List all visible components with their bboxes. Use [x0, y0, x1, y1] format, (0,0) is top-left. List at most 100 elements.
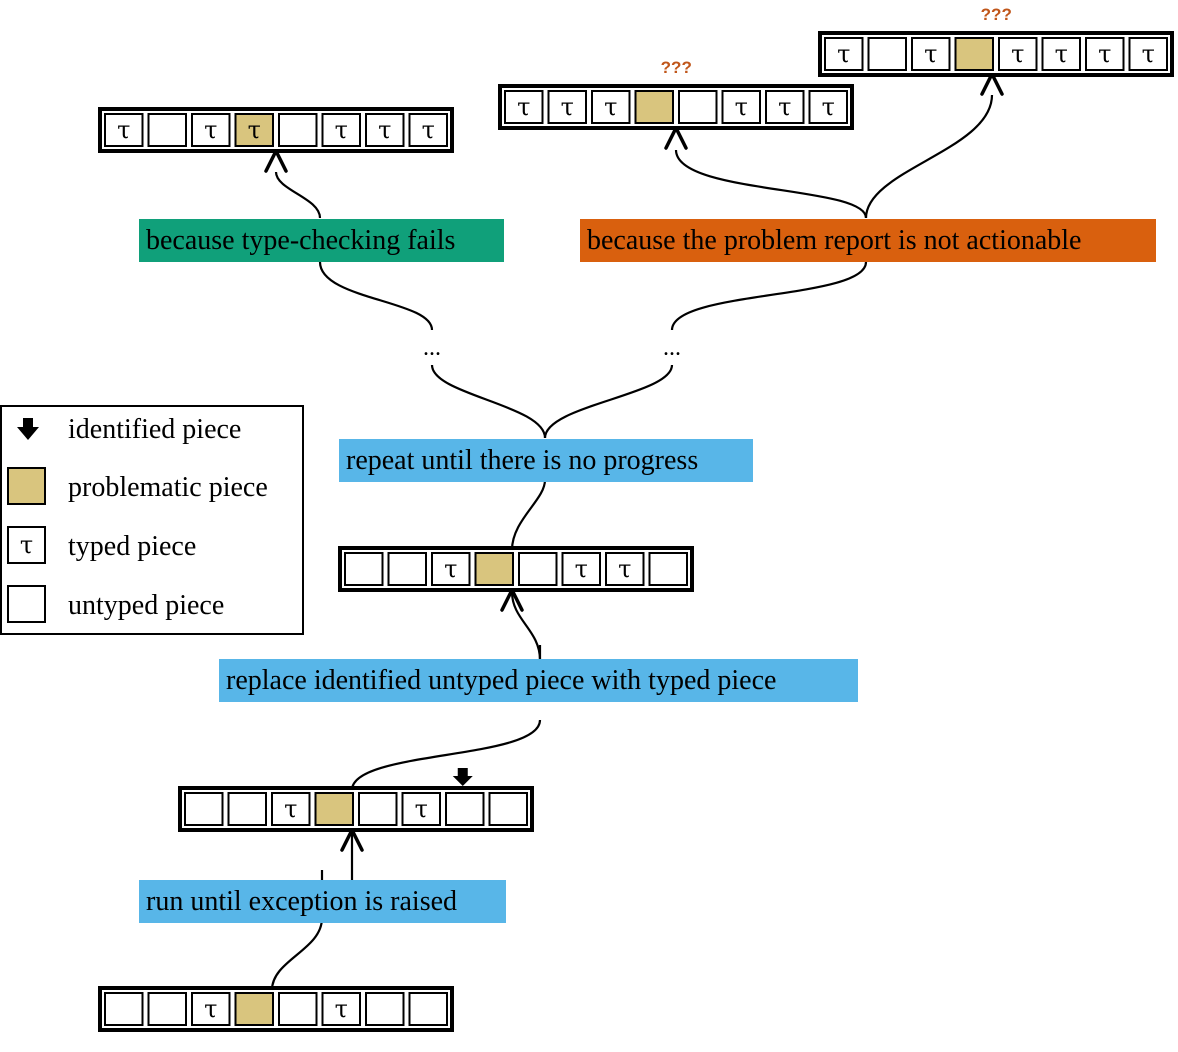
- typed-cell: [408, 113, 448, 147]
- unknown-marker: ???: [661, 58, 692, 77]
- typed-symbol: τ: [1142, 40, 1155, 68]
- legend-label: untyped piece: [68, 590, 224, 621]
- untyped-cell: [648, 552, 688, 586]
- typed-symbol: τ: [335, 116, 348, 144]
- connector-curve: [510, 591, 542, 661]
- typed-cell: [1085, 37, 1125, 71]
- typed-cell: [721, 90, 761, 124]
- untyped-cell: [678, 90, 718, 124]
- typed-symbol: τ: [335, 995, 348, 1023]
- connector-curve: [318, 261, 434, 331]
- label-run: run until exception is raised: [139, 880, 506, 923]
- typed-cell: [1128, 37, 1168, 71]
- typed-symbol: τ: [378, 116, 391, 144]
- problematic-cell: [234, 992, 274, 1026]
- config-notactionable-2: τ τ τ τ τ τ???: [818, 5, 1174, 77]
- label-typecheck-fails: because type-checking fails: [139, 219, 504, 262]
- typed-cell: [191, 113, 231, 147]
- untyped-cell: [344, 552, 384, 586]
- typed-symbol: τ: [837, 40, 850, 68]
- legend-item-problematic: problematic piece: [7, 467, 268, 505]
- untyped-cell: [358, 792, 398, 826]
- typed-cell: [504, 90, 544, 124]
- typed-symbol: τ: [735, 93, 748, 121]
- label-text: because the problem report is not action…: [587, 225, 1081, 256]
- untyped-cell: [147, 113, 187, 147]
- legend-item-typed: τ typed piece: [7, 526, 196, 564]
- identified-arrow-icon: [452, 768, 473, 786]
- typed-cell: [561, 552, 601, 586]
- arrowhead: [264, 149, 288, 173]
- untyped-cell: [278, 992, 318, 1026]
- label-background: [339, 439, 753, 482]
- untyped-cell: [867, 37, 907, 71]
- connector-curve: [864, 94, 994, 219]
- connector-curve: [543, 364, 674, 439]
- typed-cell: [321, 113, 361, 147]
- legend-item-identified: identified piece: [17, 414, 241, 445]
- typed-cell: [591, 90, 631, 124]
- typed-symbol: τ: [284, 795, 297, 823]
- connector-curve: [430, 364, 547, 439]
- typed-cell: [191, 992, 231, 1026]
- typed-symbol: τ: [422, 116, 435, 144]
- typed-symbol: τ: [822, 93, 835, 121]
- problematic-cell-icon: [7, 467, 46, 505]
- typed-symbol: τ: [248, 116, 261, 144]
- typed-cell: [998, 37, 1038, 71]
- untyped-cell: [104, 992, 144, 1026]
- typed-cell: [1041, 37, 1081, 71]
- connector-curve: [670, 261, 868, 331]
- typed-cell: [765, 90, 805, 124]
- typed-cell: [605, 552, 645, 586]
- legend-label: identified piece: [68, 414, 241, 445]
- label-not-actionable: because the problem report is not action…: [580, 219, 1156, 262]
- problematic-cell: [314, 792, 354, 826]
- label-text: run until exception is raised: [146, 886, 457, 917]
- untyped-cell-icon: [7, 585, 46, 623]
- connector-curve: [510, 479, 547, 551]
- untyped-cell: [365, 992, 405, 1026]
- label-background: [139, 219, 504, 262]
- typed-cell: [547, 90, 587, 124]
- label-replace: replace identified untyped piece with ty…: [219, 659, 858, 702]
- step-labels: run until exception is raised replace ide…: [139, 219, 1156, 923]
- untyped-cell: [278, 113, 318, 147]
- typed-cell: [431, 552, 471, 586]
- typed-symbol: τ: [204, 116, 217, 144]
- unknown-marker: ???: [981, 5, 1012, 24]
- typed-symbol: τ: [444, 555, 457, 583]
- typed-cell: [271, 792, 311, 826]
- typed-symbol: τ: [778, 93, 791, 121]
- typed-cell: [808, 90, 848, 124]
- typed-cell: [365, 113, 405, 147]
- untyped-cell: [488, 792, 528, 826]
- typed-symbol: τ: [1098, 40, 1111, 68]
- ellipsis: ...: [663, 335, 681, 361]
- problematic-cell: [634, 90, 674, 124]
- typed-symbol: τ: [20, 531, 33, 559]
- label-background: [139, 880, 506, 923]
- typed-symbol: τ: [517, 93, 530, 121]
- connectors: ......: [264, 72, 1004, 991]
- ellipsis: ...: [423, 335, 441, 361]
- typed-symbol: τ: [117, 116, 130, 144]
- legend-item-untyped: untyped piece: [7, 585, 224, 623]
- typed-symbol: τ: [1055, 40, 1068, 68]
- arrowhead: [664, 126, 688, 150]
- typed-symbol: τ: [1011, 40, 1024, 68]
- legend-box: [0, 405, 304, 635]
- legend-label: typed piece: [68, 531, 196, 562]
- label-text: repeat until there is no progress: [346, 445, 698, 476]
- typed-cell-icon: [7, 526, 46, 564]
- typed-symbol: τ: [924, 40, 937, 68]
- typed-symbol: τ: [575, 555, 588, 583]
- typed-symbol: τ: [618, 555, 631, 583]
- legend: identified piece problematic piece τ typed …: [0, 405, 304, 635]
- untyped-cell: [408, 992, 448, 1026]
- down-arrow-icon: [17, 418, 39, 440]
